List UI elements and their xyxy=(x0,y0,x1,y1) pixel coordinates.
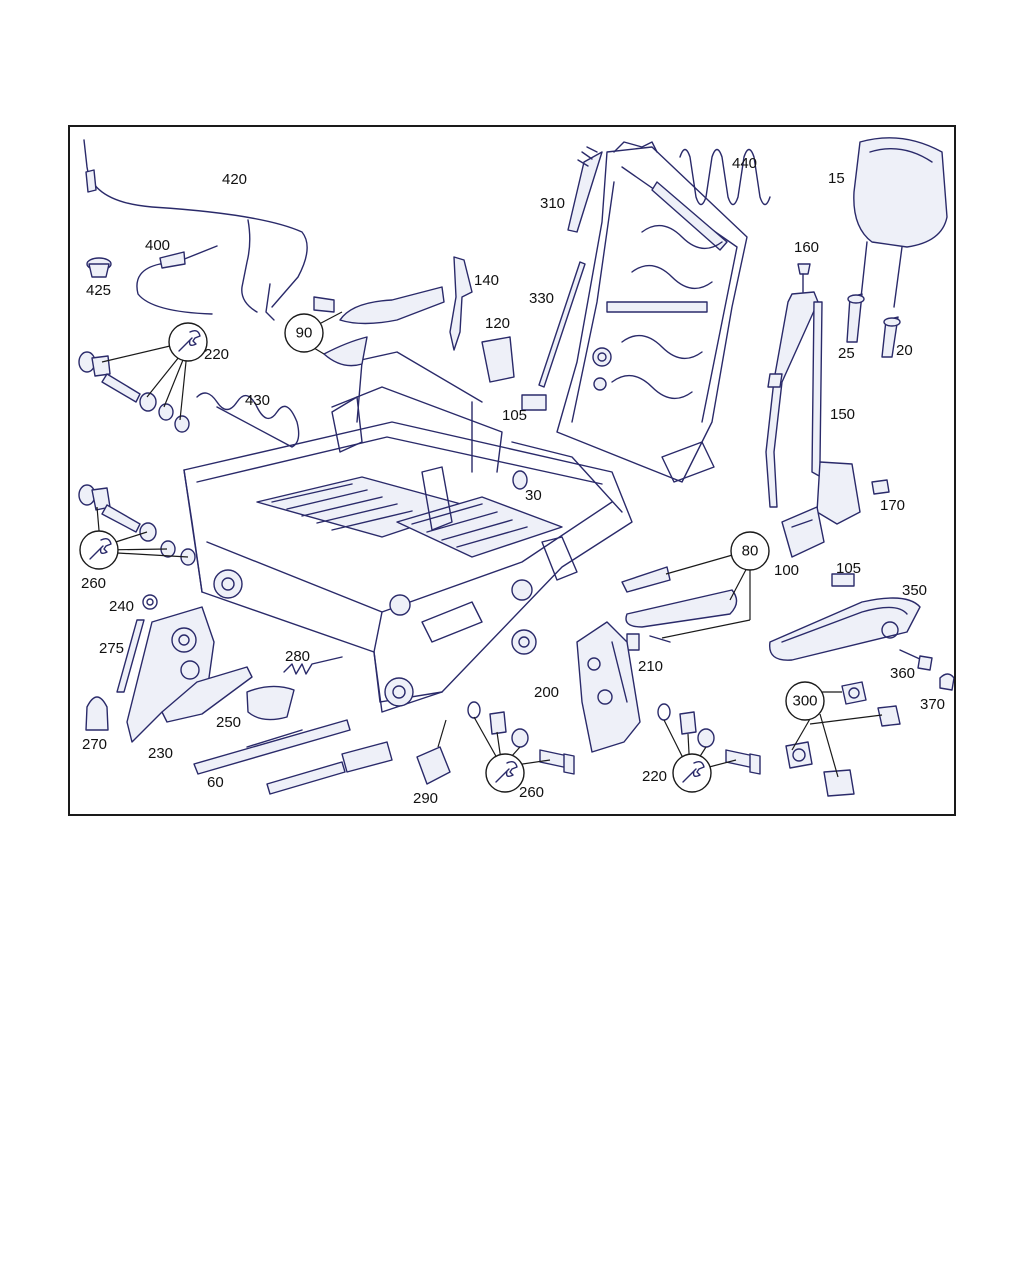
release-rod xyxy=(538,261,586,388)
label-400: 400 xyxy=(145,237,170,254)
label-270: 270 xyxy=(82,736,107,753)
cover-250 xyxy=(246,685,295,721)
seat-spring-430 xyxy=(196,392,300,448)
screw-360 xyxy=(899,649,923,661)
label-220-left: 220 xyxy=(204,346,229,363)
label-360: 360 xyxy=(890,665,915,682)
label-370: 370 xyxy=(920,696,945,713)
bearing-set-260-left xyxy=(78,484,196,566)
cap-270 xyxy=(85,696,109,731)
seatbelt-bolt xyxy=(797,263,811,293)
label-100: 100 xyxy=(774,562,799,579)
label-275: 275 xyxy=(99,640,124,657)
wrench-icon xyxy=(672,753,712,793)
label-15: 15 xyxy=(828,170,845,187)
part-number-labels: 420 400 425 220 430 140 120 105 30 310 3… xyxy=(81,155,945,807)
headrest-guides xyxy=(846,293,901,358)
seat-belt xyxy=(765,291,861,525)
label-290: 290 xyxy=(413,790,438,807)
lever-140 xyxy=(449,256,473,351)
label-105-right: 105 xyxy=(836,560,861,577)
label-210: 210 xyxy=(638,658,663,675)
label-425: 425 xyxy=(86,282,111,299)
wrench-icon xyxy=(79,530,119,570)
label-330: 330 xyxy=(529,290,554,307)
bolt-105-middle xyxy=(521,394,547,411)
label-230: 230 xyxy=(148,745,173,762)
release-handle xyxy=(313,286,445,367)
bushing-30 xyxy=(512,470,528,490)
label-30: 30 xyxy=(525,487,542,504)
strip-275 xyxy=(116,619,145,693)
callout-label-90: 90 xyxy=(296,325,313,342)
label-220-right: 220 xyxy=(642,768,667,785)
trim-strip xyxy=(567,151,603,233)
label-120: 120 xyxy=(485,315,510,332)
seatbelt-buckle xyxy=(781,506,825,558)
spring-280 xyxy=(283,656,343,675)
label-160: 160 xyxy=(794,239,819,256)
label-20: 20 xyxy=(896,342,913,359)
bearing-set-260-bottom xyxy=(467,701,575,775)
side-bracket xyxy=(576,621,641,753)
label-60: 60 xyxy=(207,774,224,791)
label-150: 150 xyxy=(830,406,855,423)
label-140: 140 xyxy=(474,272,499,289)
fastener-set-300 xyxy=(785,681,901,797)
callout-label-300: 300 xyxy=(792,693,817,710)
cap-370 xyxy=(939,673,954,691)
recliner-mechanism xyxy=(126,606,253,743)
label-310: 310 xyxy=(540,195,565,212)
backrest-spring xyxy=(679,148,771,206)
callout-80: 80 xyxy=(730,531,770,571)
callout-label-80: 80 xyxy=(742,543,759,560)
label-240: 240 xyxy=(109,598,134,615)
plug-425 xyxy=(86,257,112,278)
seat-back-frame xyxy=(556,141,748,483)
parts-diagram-frame: 80 90 300 xyxy=(68,125,956,816)
bearing-set-220-right xyxy=(657,703,761,775)
side-covers xyxy=(621,566,738,628)
release-cable-420 xyxy=(83,139,308,321)
label-260-bottom: 260 xyxy=(519,784,544,801)
washer-240 xyxy=(142,594,158,610)
bearing-set-220-left xyxy=(78,351,190,433)
label-440: 440 xyxy=(732,155,757,172)
seat-base-frame xyxy=(183,351,633,713)
label-105-middle: 105 xyxy=(502,407,527,424)
wrench-icon xyxy=(485,753,525,793)
callout-90: 90 xyxy=(284,313,324,353)
label-250: 250 xyxy=(216,714,241,731)
label-280: 280 xyxy=(285,648,310,665)
label-430: 430 xyxy=(245,392,270,409)
gas-spring xyxy=(193,719,393,795)
armrest xyxy=(768,597,921,661)
screw-210 xyxy=(626,633,671,651)
bolt-170 xyxy=(871,479,890,495)
wrench-icon xyxy=(168,322,208,362)
label-200: 200 xyxy=(534,684,559,701)
release-cable-400 xyxy=(136,245,218,315)
label-25: 25 xyxy=(838,345,855,362)
label-170: 170 xyxy=(880,497,905,514)
exploded-parts-diagram: 80 90 300 xyxy=(78,137,954,807)
bolt-105-right xyxy=(831,573,855,587)
label-420: 420 xyxy=(222,171,247,188)
clip-290 xyxy=(416,746,451,785)
callout-300: 300 xyxy=(785,681,825,721)
buckle-120 xyxy=(481,336,515,383)
label-260-left: 260 xyxy=(81,575,106,592)
label-350: 350 xyxy=(902,582,927,599)
headrest xyxy=(853,137,948,308)
